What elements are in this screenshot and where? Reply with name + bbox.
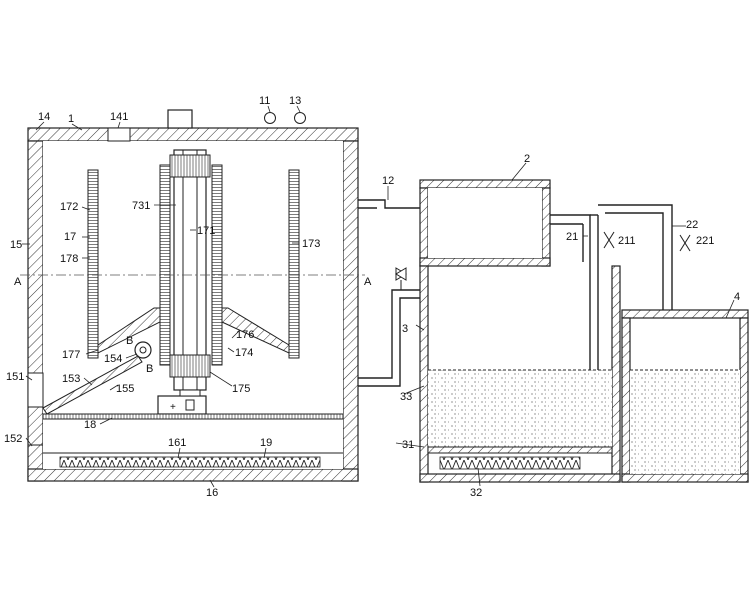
label-31: 31 <box>402 439 414 451</box>
label-19: 19 <box>260 437 272 449</box>
label-12: 12 <box>382 175 394 187</box>
label-161: 161 <box>168 437 186 449</box>
label-174: 174 <box>235 347 253 359</box>
leaders <box>22 105 735 488</box>
label-section-a-left: A <box>14 276 22 288</box>
tank-2 <box>419 179 551 267</box>
label-151: 151 <box>6 371 24 383</box>
label-3: 3 <box>402 323 408 335</box>
motor-housing <box>167 109 193 129</box>
label-175: 175 <box>232 383 250 395</box>
left-wall <box>27 140 44 482</box>
pipes <box>358 199 691 440</box>
main-tank: + <box>27 109 359 482</box>
label-section-b-top: B <box>126 335 133 347</box>
tank-4 <box>621 309 749 483</box>
label-17: 17 <box>64 231 76 243</box>
filter-plate-18 <box>42 413 344 420</box>
funnel-left <box>97 307 161 354</box>
screen-wall-left <box>87 169 99 359</box>
sensor-11-icon <box>264 112 276 124</box>
label-153: 153 <box>62 373 80 385</box>
screen-wall-right <box>288 169 300 359</box>
label-section-b-bottom: B <box>146 363 153 375</box>
outlet-151 <box>27 372 44 408</box>
scraper-plate <box>42 355 143 415</box>
right-wall <box>342 140 359 482</box>
label-172: 172 <box>60 201 78 213</box>
funnel-right <box>221 307 290 354</box>
inner-column-left <box>159 164 171 366</box>
label-4: 4 <box>734 291 740 303</box>
label-1: 1 <box>68 113 74 125</box>
label-11: 11 <box>259 95 270 107</box>
top-wall <box>27 127 359 142</box>
label-178: 178 <box>60 253 78 265</box>
label-18: 18 <box>84 419 96 431</box>
label-176: 176 <box>236 329 254 341</box>
label-177: 177 <box>62 349 80 361</box>
label-173: 173 <box>302 238 320 250</box>
tank-3 <box>419 265 621 483</box>
label-141: 141 <box>110 111 128 123</box>
label-14: 14 <box>38 111 50 123</box>
label-15: 15 <box>10 239 22 251</box>
brush-band-top <box>169 154 211 178</box>
inner-column-right <box>211 164 223 366</box>
label-16: 16 <box>206 487 218 499</box>
label-section-a-right: A <box>364 276 372 288</box>
label-171: 171 <box>197 225 215 237</box>
label-154: 154 <box>104 353 122 365</box>
label-21: 21 <box>566 231 578 243</box>
central-shaft <box>173 149 207 391</box>
svg-text:+: + <box>170 402 176 413</box>
label-2: 2 <box>524 153 530 165</box>
label-731: 731 <box>132 200 150 212</box>
port-141 <box>107 127 131 142</box>
label-33: 33 <box>400 391 412 403</box>
label-22: 22 <box>686 219 698 231</box>
heater-coil-161 <box>59 456 321 468</box>
label-32: 32 <box>470 487 482 499</box>
brush-band-bottom <box>169 354 211 378</box>
label-211: 211 <box>618 235 636 247</box>
label-13: 13 <box>289 95 301 107</box>
heater-coil-32 <box>439 456 581 470</box>
label-152: 152 <box>4 433 22 445</box>
label-221: 221 <box>696 235 714 247</box>
part-labels: 14 1 141 11 13 15 A A 172 17 178 731 171… <box>4 95 740 499</box>
label-155: 155 <box>116 383 134 395</box>
sensor-13-icon <box>294 112 306 124</box>
base-motor <box>157 395 207 415</box>
roller-hub-icon <box>139 346 147 354</box>
bottom-wall <box>27 468 359 482</box>
